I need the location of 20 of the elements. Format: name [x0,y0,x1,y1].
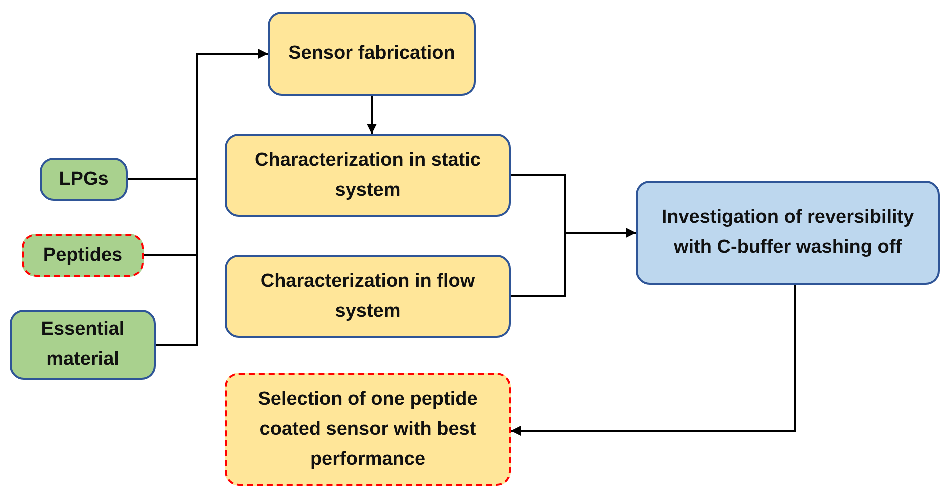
process-box [225,255,511,338]
node-label: Essential material [40,318,126,372]
process-box [225,134,511,217]
process-box [636,181,940,285]
arrow [156,49,268,346]
node-label: Selection of one peptide coated sensor with best performance [257,388,479,472]
process-box [268,12,476,96]
node-label: Peptides [43,244,123,268]
node-label: Characterization in flow system [260,270,476,324]
input-box [22,234,144,277]
arrow [511,285,796,436]
node-label: Characterization in static system [254,148,482,202]
arrow [367,96,377,134]
result-box [225,373,511,486]
node-label: LPGs [59,168,109,192]
node-label: Sensor fabrication [288,42,456,66]
input-box [40,158,128,201]
arrow [511,228,636,298]
node-label: Investigation of reversibility with C-buffer washing off [660,206,916,260]
input-box [10,310,156,380]
